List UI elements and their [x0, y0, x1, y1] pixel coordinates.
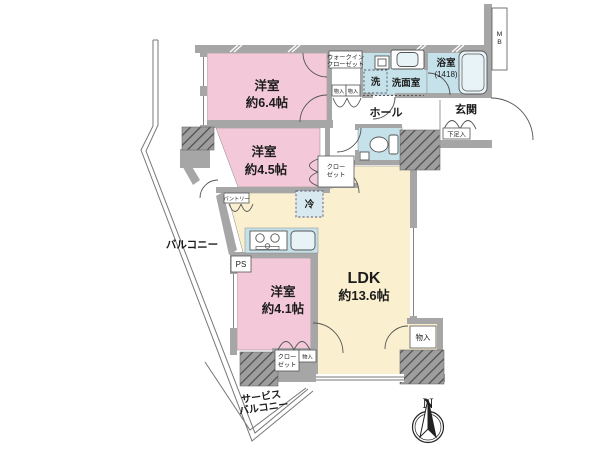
bedroom-64-floor	[206, 52, 328, 123]
bedroom-41-size: 約4.1帖	[262, 301, 305, 316]
storage-hall-a-label: 物入	[334, 87, 344, 95]
wall-hatch-ticks	[229, 44, 465, 53]
ldk-size: 約13.6帖	[338, 288, 389, 303]
storage-41-label: 物入	[302, 353, 312, 361]
toilet	[359, 134, 399, 161]
bedroom-64-name: 洋室	[254, 78, 280, 93]
shoe-cabinet-label: 下足入	[447, 132, 466, 139]
wic-line2: クローゼット	[327, 61, 364, 69]
pantry-label: パントリー	[223, 196, 249, 203]
balcony-label: バルコニー	[166, 239, 218, 251]
storage-41-box	[298, 349, 317, 363]
walkin-closet-label-box	[328, 50, 363, 69]
balcony-outline	[140, 39, 314, 442]
storage-hall-b-box	[345, 84, 361, 97]
compass-n-label: N	[423, 396, 434, 412]
bedroom-41-floor	[236, 257, 312, 351]
mb-box	[491, 7, 508, 71]
shoe-cabinet-box	[442, 127, 471, 140]
vanity-sink	[363, 49, 425, 96]
closet-45-line2: ゼット	[327, 171, 346, 179]
ldk-name: LDK	[348, 270, 381, 287]
mb-line2: B	[497, 39, 502, 46]
bathroom-size: (1418)	[434, 70, 457, 79]
mb-line1: M	[497, 31, 503, 38]
bedroom-41-name: 洋室	[270, 284, 296, 299]
ps-box	[230, 255, 252, 273]
windows	[200, 57, 417, 382]
closet-41-line1: クロー	[278, 354, 297, 361]
compass: N	[411, 396, 445, 444]
doors	[199, 52, 534, 354]
ps-label: PS	[236, 260, 247, 269]
pantry-box	[223, 192, 250, 204]
washroom-label: 洗面室	[392, 77, 421, 89]
wic-line1: ウォークイン	[327, 54, 364, 62]
storage-ldk-label: 物入	[416, 332, 431, 342]
kitchen-counter	[244, 227, 319, 254]
washer-label: 洗	[371, 76, 381, 88]
hall-label: ホール	[370, 106, 403, 119]
entrance-label: 玄関	[455, 102, 477, 116]
bathroom-name: 浴室	[436, 57, 456, 69]
closet-41-line2: ゼット	[278, 361, 297, 369]
storage-ldk-box	[409, 325, 437, 349]
storage-hall-b-label: 物入	[348, 87, 358, 95]
closet-45-line1: クロー	[327, 164, 346, 171]
fridge-space	[295, 190, 324, 218]
fridge-label: 冷	[305, 199, 315, 211]
room-labels: 洋室 約6.4帖 洋室 約4.5帖 洋室 約4.1帖 LDK 約13.6帖 ホー…	[166, 54, 477, 418]
bedroom-45-name: 洋室	[251, 144, 277, 159]
fixture-labels: 洗 冷 パントリー 下足入 物入 物入 クロー ゼット クロー ゼット 物入 物…	[223, 31, 502, 369]
washer-space	[363, 69, 388, 94]
bathtub	[458, 50, 488, 95]
closet-45-box	[317, 155, 355, 188]
bedroom-64-size: 約6.4帖	[246, 95, 289, 110]
bedroom-45-size: 約4.5帖	[245, 162, 288, 177]
